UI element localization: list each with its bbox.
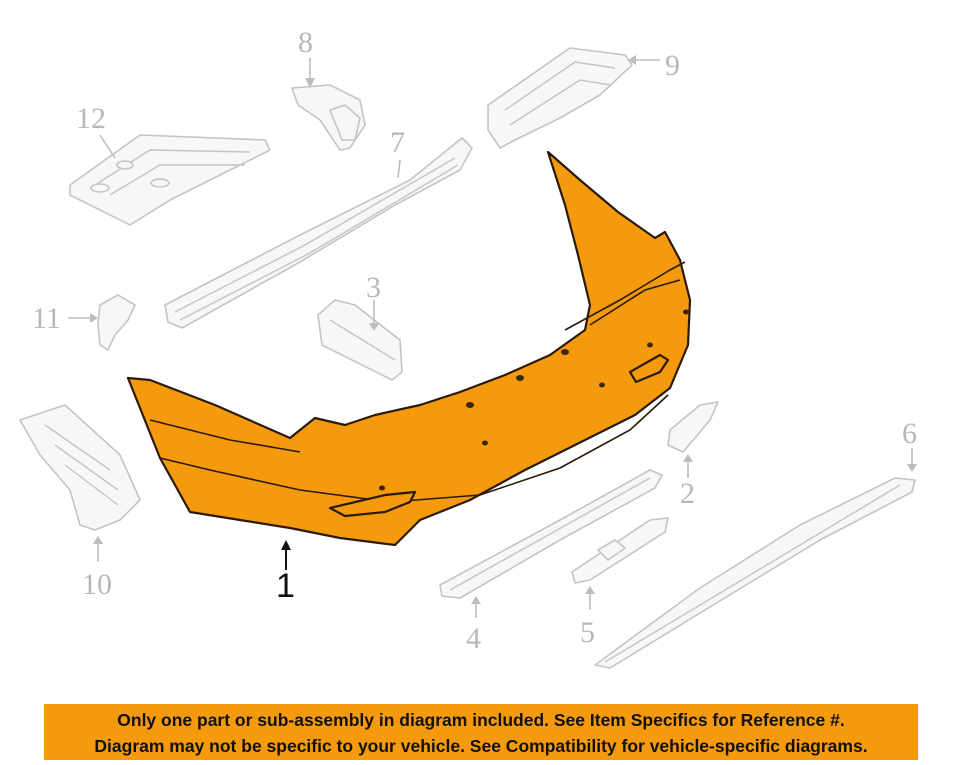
part-3-marker xyxy=(317,299,403,381)
callout-12: 12 xyxy=(76,102,106,135)
callout-3: 3 xyxy=(366,271,381,304)
callout-9: 9 xyxy=(665,49,680,82)
part-12-panel xyxy=(69,134,271,226)
part-7-reinforcement xyxy=(164,137,473,329)
part-2-bracket xyxy=(667,401,719,478)
parts-diagram: 12 8 9 7 11 3 xyxy=(19,26,917,669)
part-10-bracket xyxy=(19,404,141,562)
part-6-molding xyxy=(594,448,917,669)
part-8-clip xyxy=(291,58,366,151)
disclaimer-line-1: Only one part or sub-assembly in diagram… xyxy=(117,710,845,730)
part-5-reflector xyxy=(571,517,669,610)
callout-4: 4 xyxy=(466,622,481,655)
callout-7: 7 xyxy=(390,126,405,159)
callout-1: 1 xyxy=(276,567,295,605)
callout-8: 8 xyxy=(298,26,313,59)
part-11-bracket xyxy=(68,294,136,351)
callout-5: 5 xyxy=(580,616,595,649)
part-9-bracket xyxy=(487,47,660,149)
callout-2: 2 xyxy=(680,477,695,510)
callout-11: 11 xyxy=(32,302,61,335)
part-1-bumper-cover xyxy=(126,150,692,570)
disclaimer-line-2: Diagram may not be specific to your vehi… xyxy=(94,736,868,756)
callout-6: 6 xyxy=(902,417,917,450)
part-4-strip xyxy=(439,469,663,618)
disclaimer-banner: Only one part or sub-assembly in diagram… xyxy=(44,704,918,760)
callout-10: 10 xyxy=(82,568,112,601)
